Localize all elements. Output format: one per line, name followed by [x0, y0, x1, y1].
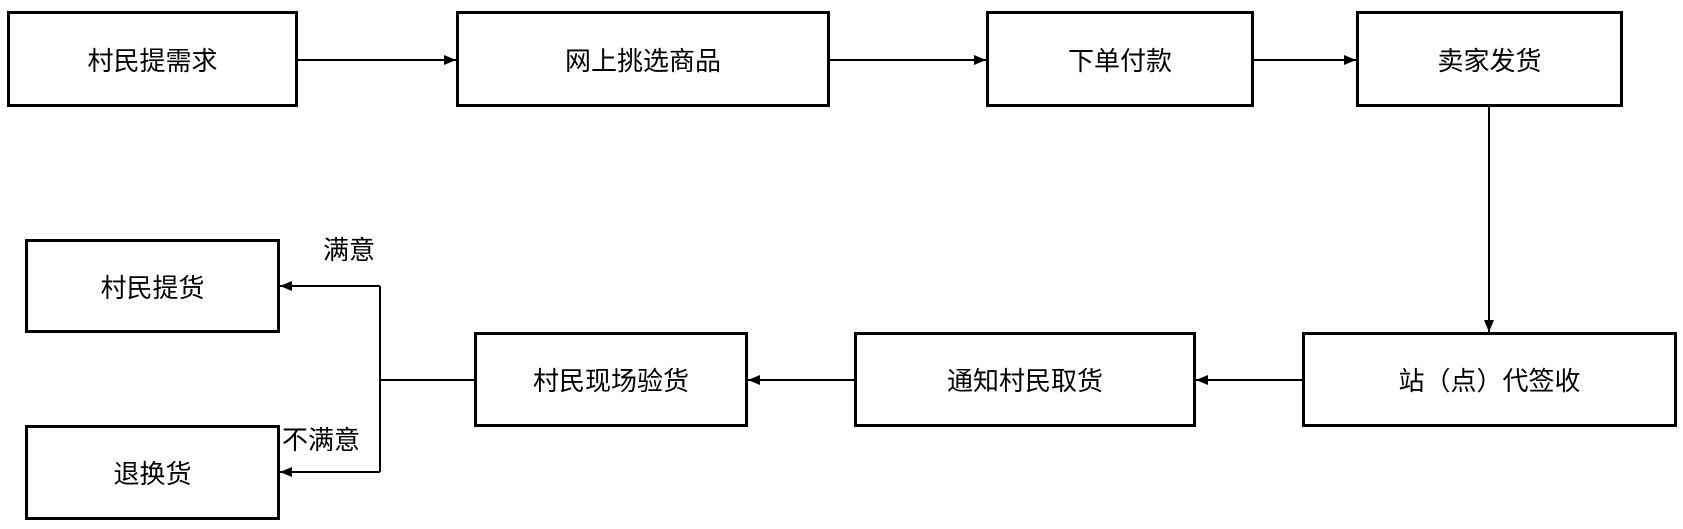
- node-ship-label: 卖家发货: [1437, 46, 1542, 77]
- node-demand-label: 村民提需求: [87, 46, 218, 77]
- node-pay: 下单付款: [986, 11, 1254, 107]
- node-inspect-label: 村民现场验货: [532, 367, 689, 397]
- node-notify: 通知村民取货: [854, 332, 1196, 427]
- node-demand: 村民提需求: [7, 11, 298, 107]
- node-station: 站（点）代签收: [1302, 332, 1677, 427]
- node-pickup: 村民提货: [25, 239, 280, 333]
- edge-label-unsatisfied: 不满意: [282, 426, 361, 456]
- node-inspect: 村民现场验货: [474, 332, 748, 427]
- node-return-label: 退换货: [113, 460, 192, 490]
- node-notify-label: 通知村民取货: [946, 367, 1103, 397]
- node-station-label: 站（点）代签收: [1398, 367, 1581, 397]
- node-ship: 卖家发货: [1356, 11, 1623, 107]
- node-select: 网上挑选商品: [456, 11, 830, 107]
- node-select-label: 网上挑选商品: [564, 46, 721, 77]
- node-pay-label: 下单付款: [1067, 46, 1172, 77]
- node-pickup-label: 村民提货: [100, 273, 205, 304]
- node-return: 退换货: [25, 425, 280, 520]
- edge-label-satisfied: 满意: [323, 236, 376, 266]
